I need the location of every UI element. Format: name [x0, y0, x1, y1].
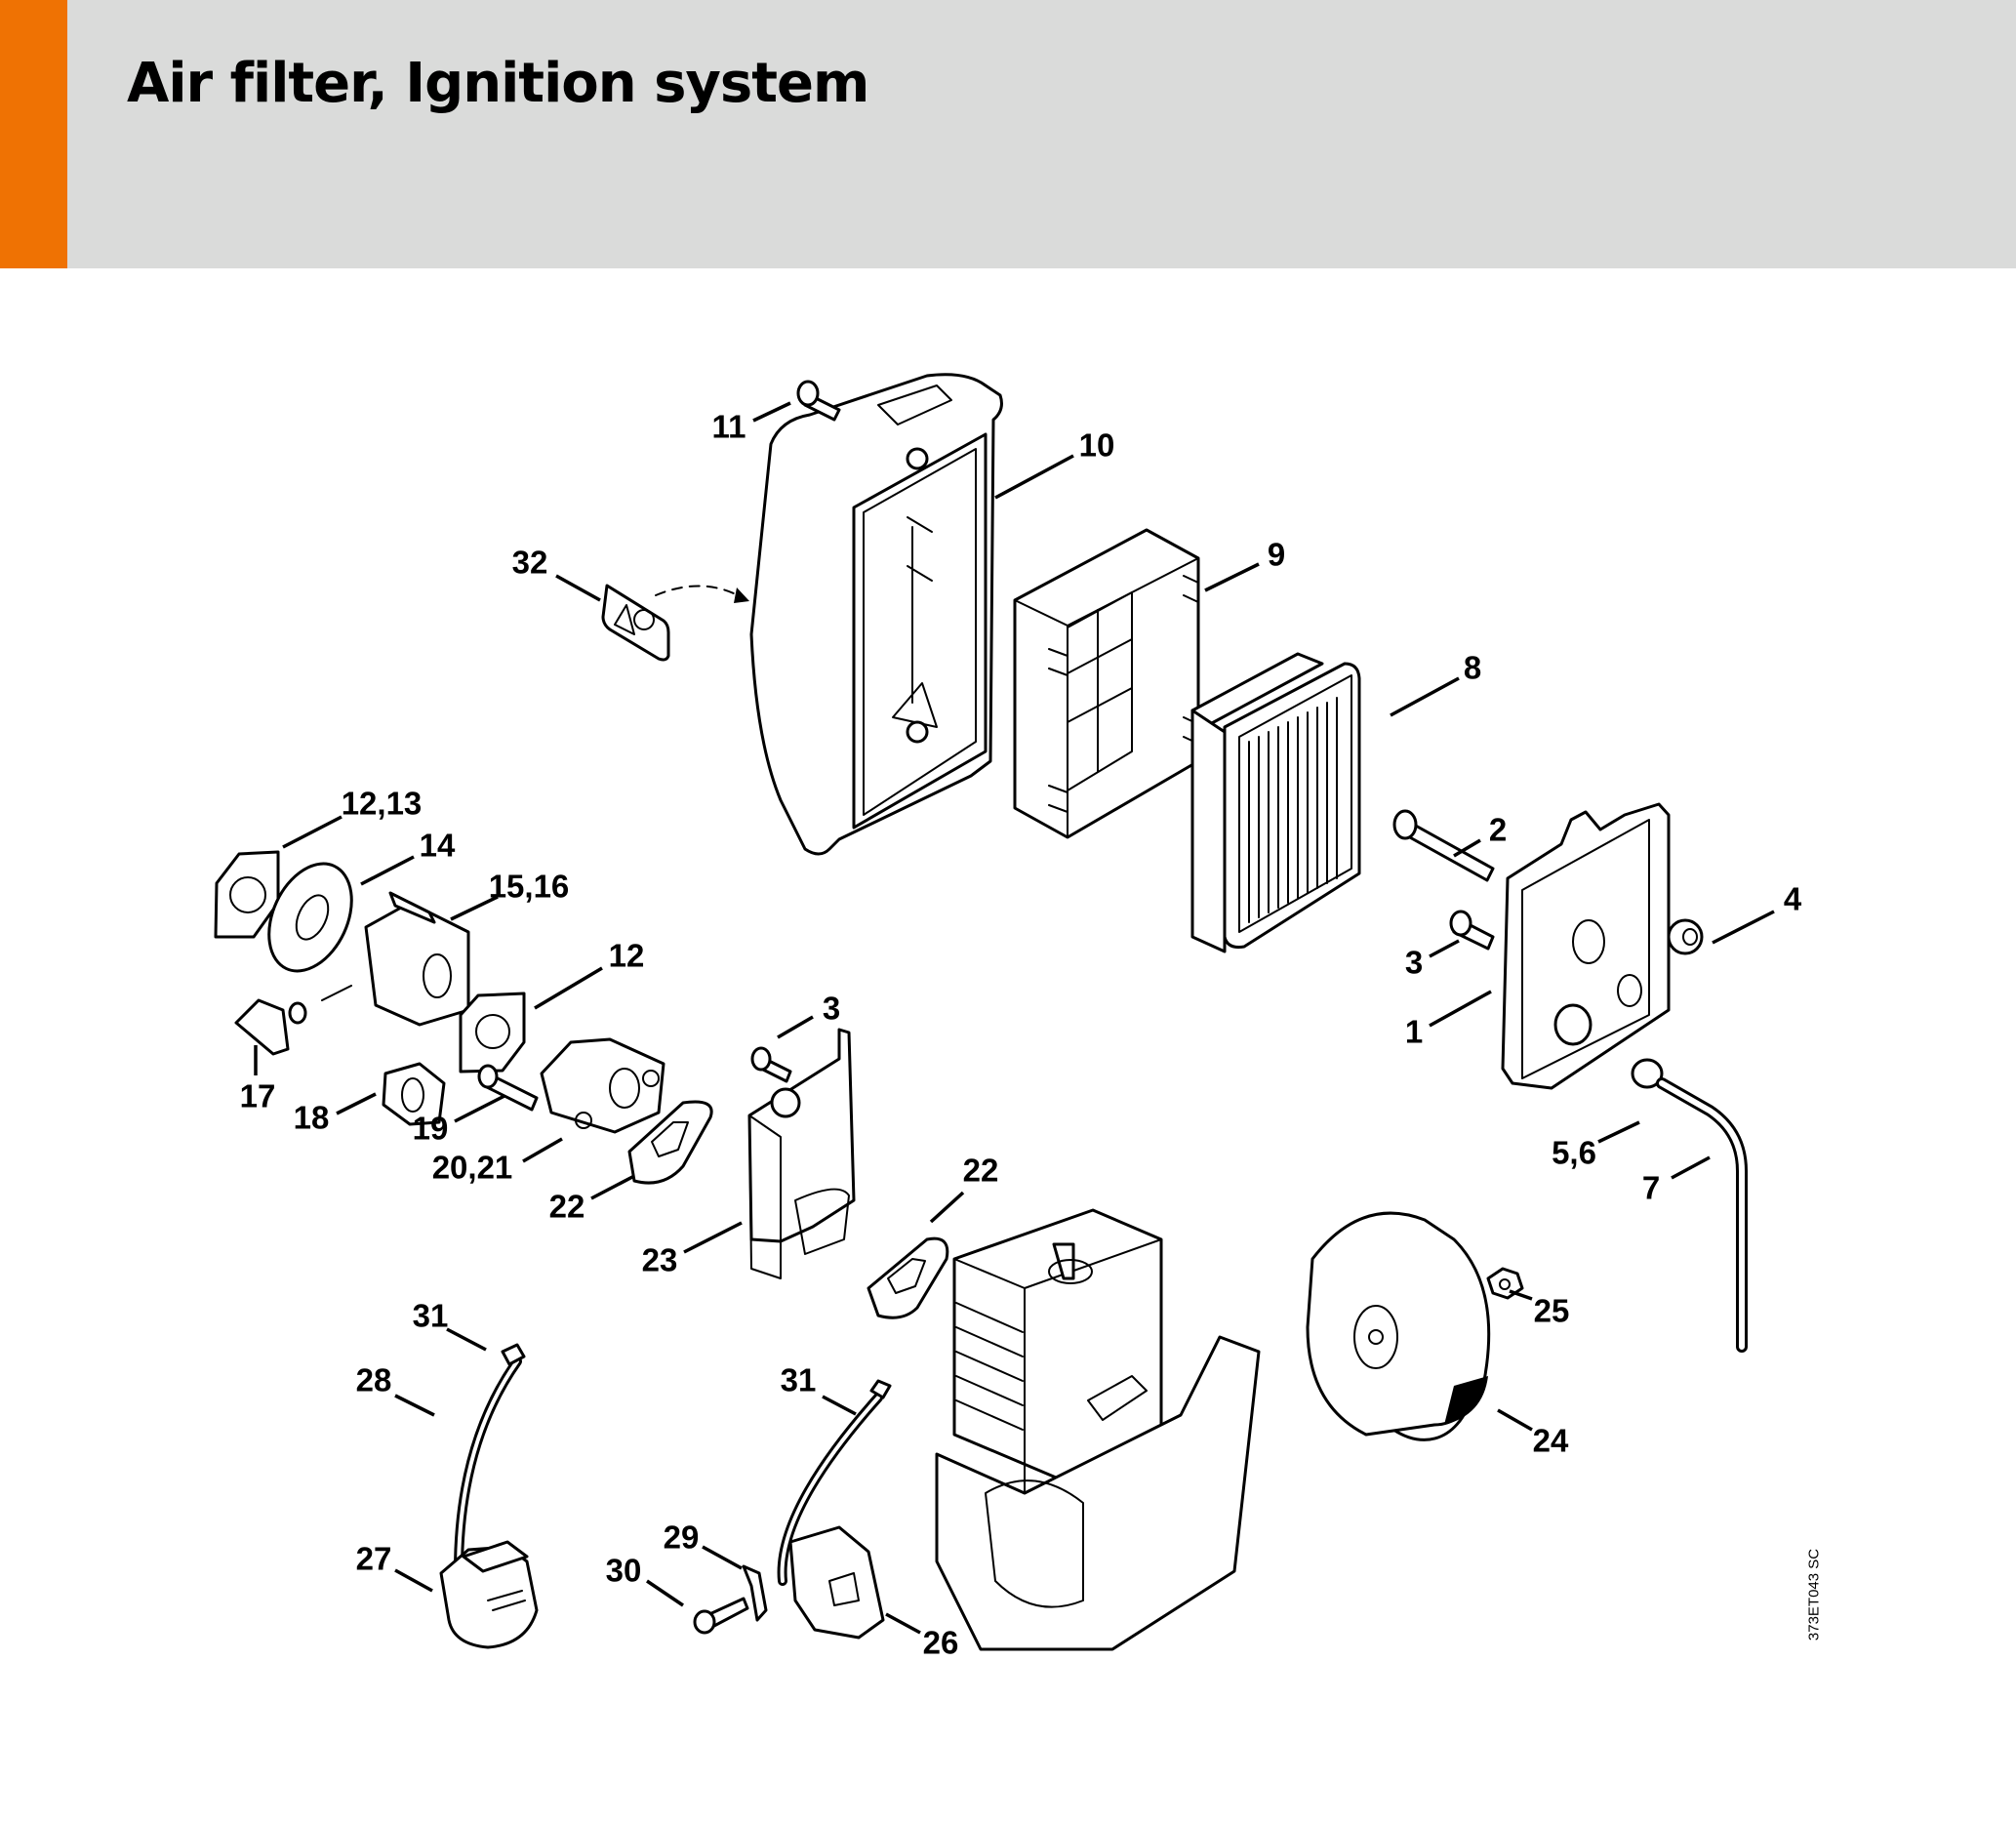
callout-15-16[interactable]: 15,16 [488, 868, 570, 905]
part-screw-3-right[interactable] [1449, 910, 1495, 951]
leader-29 [702, 1545, 743, 1570]
callout-22-left[interactable]: 22 [548, 1188, 585, 1225]
part-baffle-plate[interactable] [253, 850, 368, 984]
page-header: Air filter, Ignition system [0, 0, 2016, 268]
callout-9[interactable]: 9 [1267, 536, 1286, 573]
leader-26 [885, 1612, 921, 1635]
leader-lines [254, 401, 1775, 1635]
leader-25 [1509, 1289, 1533, 1301]
part-gasket-12[interactable] [459, 992, 526, 1074]
part-screw-30[interactable] [693, 1597, 749, 1635]
callout-11[interactable]: 11 [711, 408, 746, 445]
callout-31-right[interactable]: 31 [780, 1361, 817, 1398]
callout-28[interactable]: 28 [355, 1361, 392, 1398]
callout-12-13[interactable]: 12,13 [341, 785, 423, 822]
part-filter-frame[interactable] [1013, 528, 1200, 839]
leader-19 [454, 1094, 505, 1123]
part-bracket[interactable] [742, 1564, 768, 1622]
leader-3-mid [777, 1015, 814, 1039]
callout-10[interactable]: 10 [1078, 426, 1115, 464]
callout-1[interactable]: 1 [1404, 1013, 1424, 1050]
part-grommet[interactable] [1667, 918, 1704, 955]
callout-25[interactable]: 25 [1533, 1292, 1570, 1329]
callout-31-left[interactable]: 31 [412, 1297, 449, 1334]
part-manifold[interactable] [540, 1037, 665, 1134]
leader-12-13 [282, 815, 343, 849]
leader-32 [555, 574, 601, 602]
leader-5-6 [1597, 1120, 1640, 1144]
callout-2[interactable]: 2 [1488, 811, 1508, 848]
part-ignition-module-27[interactable] [439, 1343, 539, 1649]
leader-10 [994, 454, 1074, 500]
leader-3-right [1429, 939, 1460, 958]
callout-3-right[interactable]: 3 [1404, 944, 1424, 981]
callout-19[interactable]: 19 [412, 1110, 449, 1147]
drawing-code: 373ET043 SC [1805, 1548, 1823, 1641]
leader-22-right [929, 1191, 965, 1224]
leader-31-right [822, 1395, 857, 1416]
part-ignition-module-26[interactable] [777, 1379, 892, 1640]
leader-22-left [590, 1174, 635, 1200]
accent-bar [0, 0, 67, 268]
leader-15-16 [450, 895, 499, 921]
part-screw-3-mid[interactable] [750, 1046, 792, 1083]
callout-20-21[interactable]: 20,21 [431, 1149, 513, 1186]
part-base-plate[interactable] [1501, 802, 1671, 1090]
callout-24[interactable]: 24 [1532, 1422, 1569, 1459]
callout-30[interactable]: 30 [605, 1552, 642, 1589]
part-long-screw[interactable] [1392, 809, 1495, 882]
leader-14 [360, 855, 415, 886]
leader-2 [1453, 838, 1481, 858]
part-warning-label[interactable] [601, 584, 749, 662]
callout-32[interactable]: 32 [511, 544, 548, 581]
leader-23 [683, 1221, 743, 1254]
leader-4 [1712, 910, 1775, 945]
part-gasket-18[interactable] [382, 1062, 446, 1126]
leader-24 [1497, 1408, 1533, 1432]
leader-1 [1429, 990, 1492, 1028]
leader-20-21 [522, 1137, 563, 1163]
leader-28 [394, 1394, 435, 1417]
callout-17[interactable]: 17 [239, 1077, 276, 1114]
leader-18 [336, 1092, 377, 1115]
part-choke-knob[interactable] [234, 998, 307, 1056]
part-hose[interactable] [1656, 1077, 1748, 1353]
leader-27 [394, 1568, 433, 1593]
part-fitting[interactable] [1631, 1058, 1664, 1089]
callout-12[interactable]: 12 [608, 937, 645, 974]
callout-5-6[interactable]: 5,6 [1552, 1134, 1596, 1171]
callout-18[interactable]: 18 [293, 1099, 330, 1136]
callout-23[interactable]: 23 [641, 1241, 678, 1278]
page-title: Air filter, Ignition system [127, 52, 869, 115]
callout-7[interactable]: 7 [1641, 1169, 1661, 1206]
callout-27[interactable]: 27 [355, 1540, 392, 1577]
part-heat-shield[interactable] [747, 1028, 856, 1279]
callout-8[interactable]: 8 [1463, 649, 1482, 686]
part-air-filter-element[interactable] [1190, 652, 1361, 953]
part-engine-cylinder [935, 1208, 1261, 1651]
callout-14[interactable]: 14 [419, 827, 456, 864]
leader-9 [1204, 562, 1260, 592]
callout-29[interactable]: 29 [663, 1519, 700, 1556]
callout-4[interactable]: 4 [1783, 880, 1802, 917]
leader-31-left [446, 1327, 487, 1352]
leader-8 [1390, 676, 1460, 717]
leader-11 [752, 401, 791, 423]
part-gasket-22-right[interactable] [867, 1236, 949, 1319]
callout-26[interactable]: 26 [922, 1624, 959, 1661]
part-nut[interactable] [1486, 1267, 1524, 1300]
leader-30 [646, 1579, 684, 1607]
leader-12 [534, 966, 603, 1010]
part-screw-19[interactable] [477, 1064, 539, 1112]
callout-3-mid[interactable]: 3 [822, 990, 841, 1027]
callout-22-right[interactable]: 22 [962, 1152, 999, 1189]
part-gasket-22-left[interactable] [627, 1100, 713, 1185]
leader-7 [1671, 1155, 1711, 1180]
part-air-filter-cover[interactable] [749, 373, 1003, 856]
part-flywheel[interactable] [1306, 1198, 1501, 1456]
part-screw-11[interactable] [796, 380, 841, 422]
